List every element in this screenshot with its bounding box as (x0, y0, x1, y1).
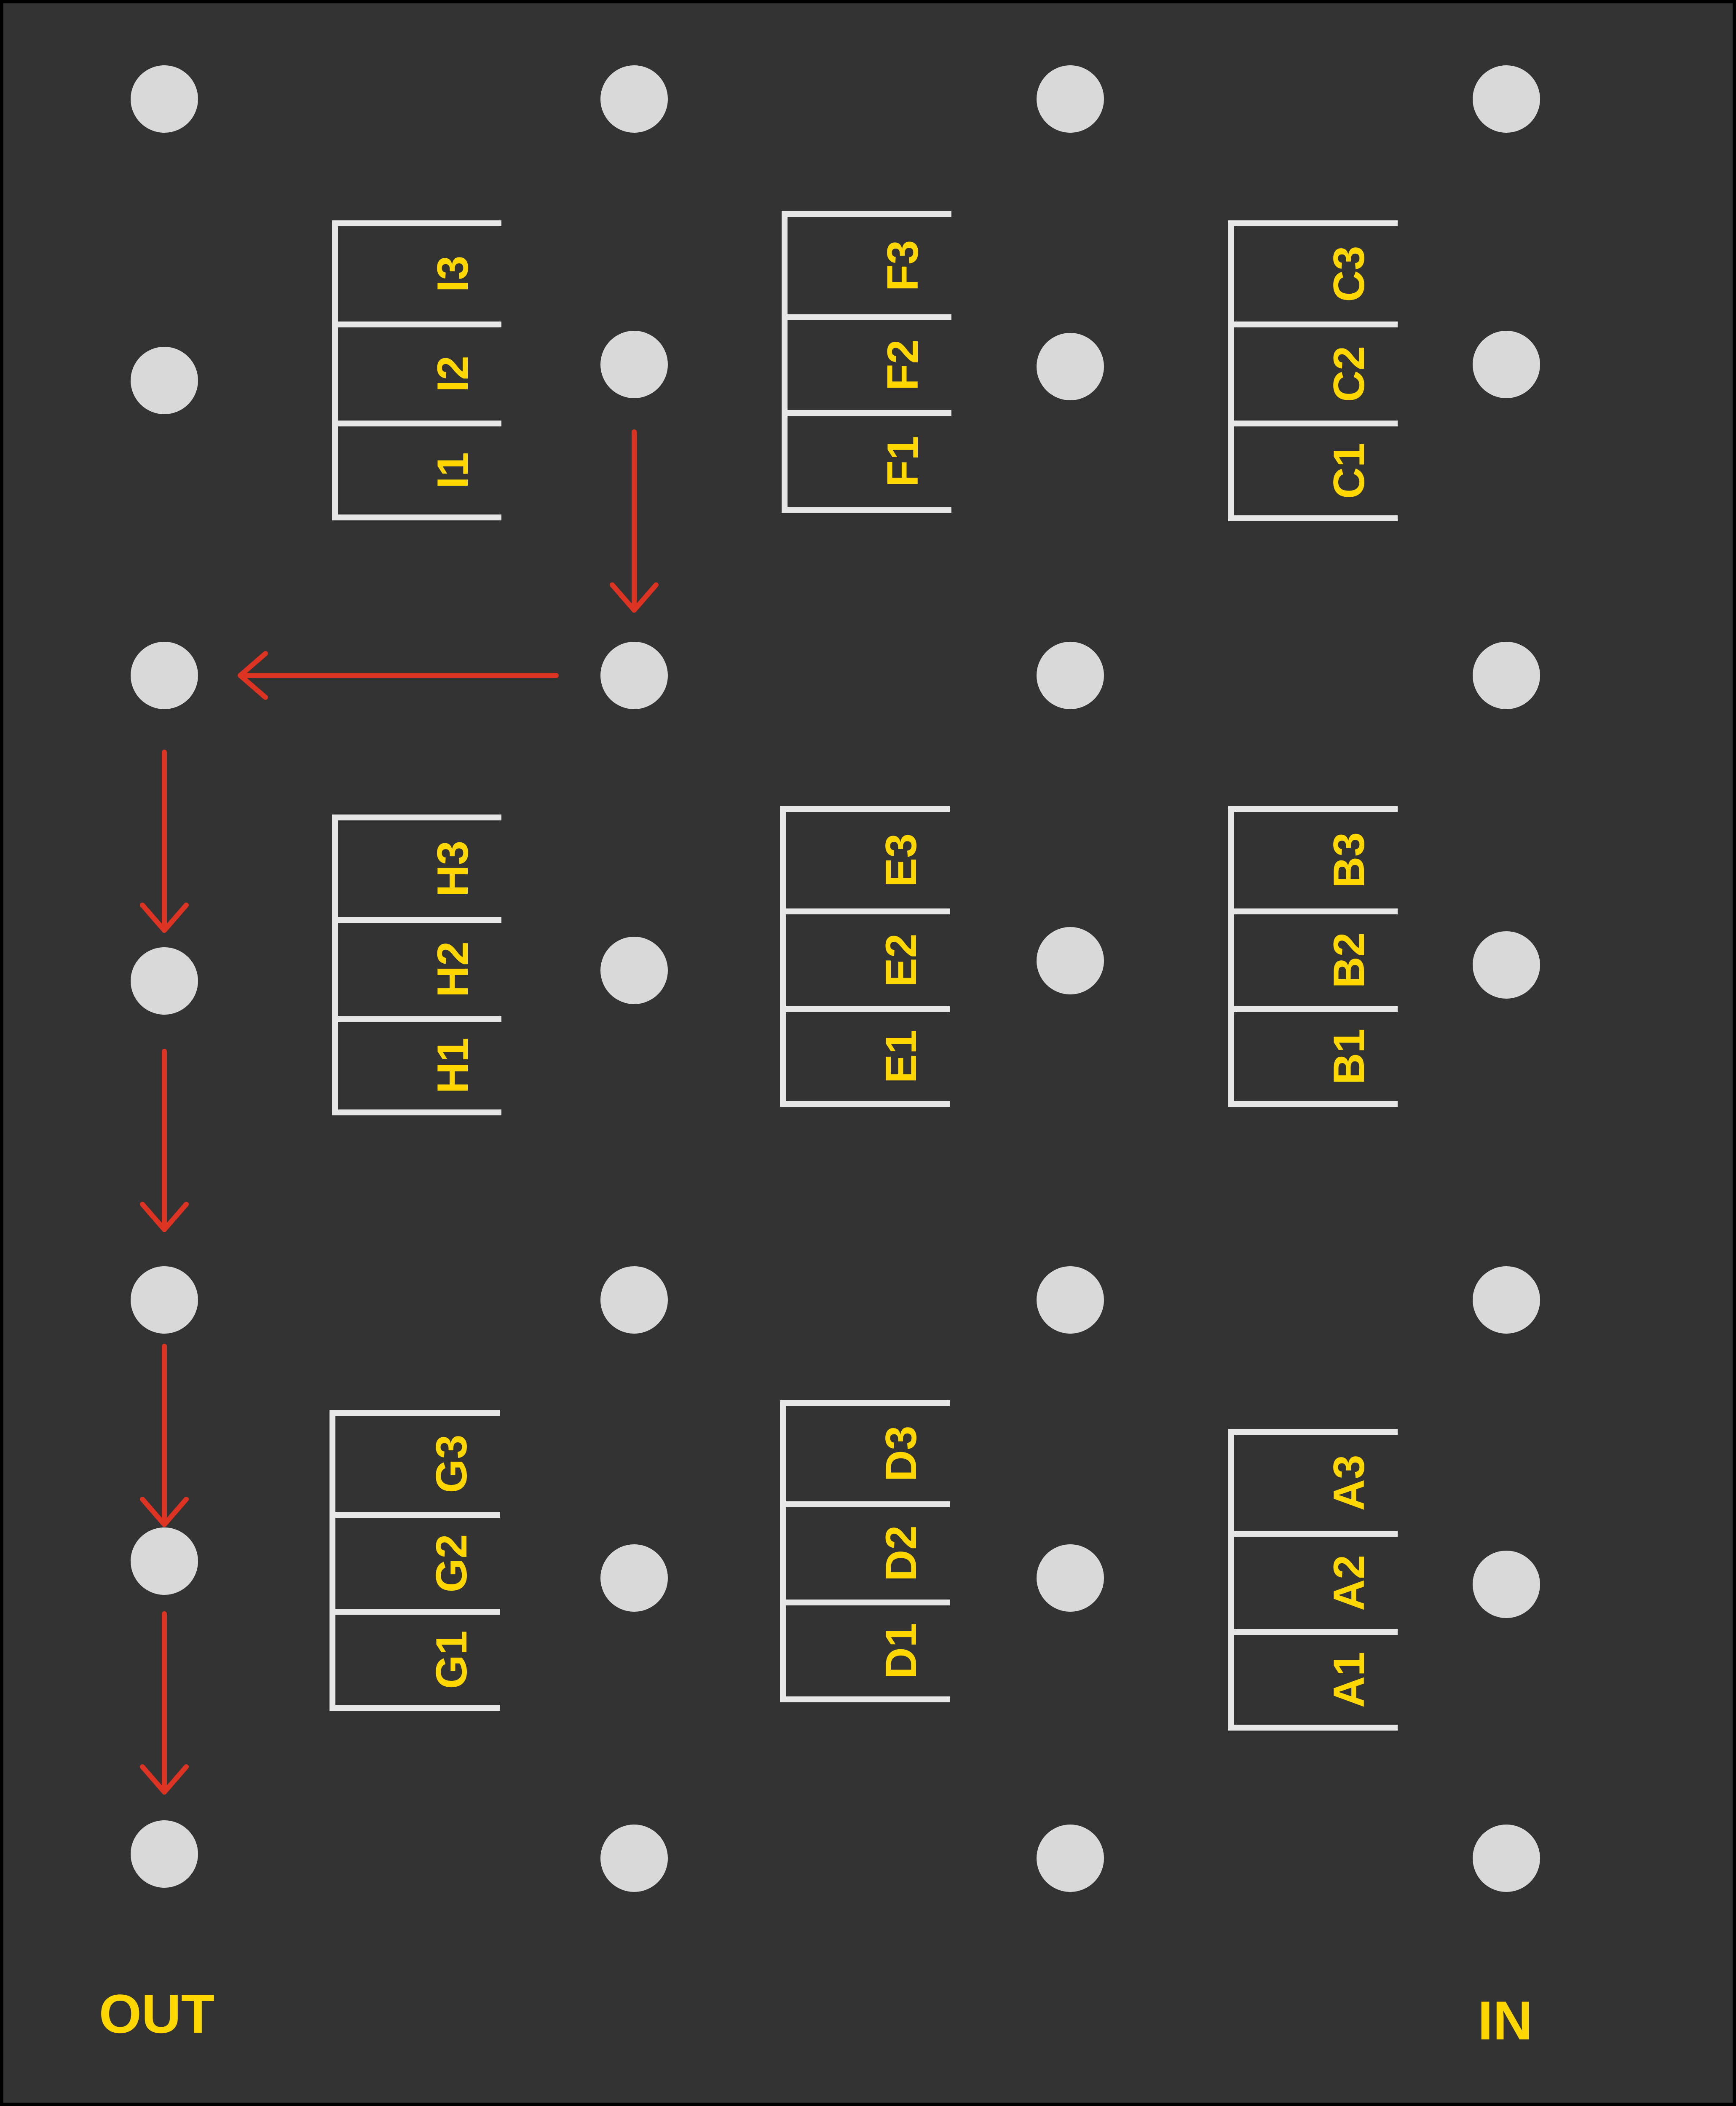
aisle-node (1037, 927, 1104, 994)
aisle-node (1037, 642, 1104, 709)
shelf-cell-label: C3 (1325, 246, 1374, 302)
route-arrow-down (140, 750, 189, 933)
aisle-node (1473, 331, 1540, 398)
shelf-cell-label: B1 (1325, 1029, 1374, 1085)
route-arrow-head (238, 651, 268, 700)
shelf-cell-label: H3 (429, 841, 477, 897)
shelf-c: C1 C2 C3 (1228, 220, 1398, 521)
aisle-node (131, 347, 198, 414)
route-arrows (140, 429, 659, 1795)
aisle-node (1037, 1266, 1104, 1334)
aisle-node (131, 65, 198, 133)
shelf-cell-label: E3 (877, 833, 926, 887)
shelf-g: G1 G2 G3 (330, 1410, 500, 1711)
route-arrow-head (140, 1497, 189, 1527)
shelf-b: B1 B2 B3 (1228, 806, 1398, 1107)
shelf-cell-label: G3 (427, 1435, 476, 1493)
route-arrow-down (140, 1049, 189, 1232)
shelf-cell-label: F1 (879, 436, 927, 487)
aisle-node (131, 642, 198, 709)
aisle-nodes (131, 65, 1540, 1892)
route-arrow-down (140, 1611, 189, 1795)
shelf-a: A1 A2 A3 (1228, 1429, 1398, 1731)
aisle-node (600, 1544, 668, 1612)
shelf-cell-label: F3 (879, 240, 927, 291)
aisle-node (1473, 1266, 1540, 1334)
shelf-h: H1 H2 H3 (332, 815, 501, 1115)
aisle-node (131, 1266, 198, 1334)
aisle-node (131, 1820, 198, 1888)
shelf-cell-label: A3 (1325, 1455, 1374, 1511)
aisle-node (600, 1825, 668, 1892)
shelf-cell-label: I2 (429, 356, 477, 392)
out-label: OUT (99, 1983, 214, 2044)
shelf-cell-label: D3 (877, 1426, 926, 1482)
shelf-cell-label: H2 (429, 941, 477, 997)
shelf-cell-label: D1 (877, 1623, 926, 1679)
aisle-node (1473, 65, 1540, 133)
aisle-node (131, 947, 198, 1015)
shelf-cell-label: H1 (429, 1038, 477, 1094)
aisle-node (1037, 65, 1104, 133)
shelf-cell-label: B3 (1325, 832, 1374, 888)
aisle-node (600, 65, 668, 133)
aisle-node (1473, 1551, 1540, 1618)
route-arrow-head (140, 1202, 189, 1232)
shelf-cell-label: I3 (429, 256, 477, 292)
aisle-node (1473, 642, 1540, 709)
route-arrow-down (140, 1344, 189, 1527)
route-arrow-down (610, 429, 659, 613)
route-arrow-head (140, 1764, 189, 1795)
shelf-cell-label: B2 (1325, 932, 1374, 989)
shelf-cell-label: C1 (1325, 443, 1374, 499)
aisle-node (600, 642, 668, 709)
route-arrow-head (610, 582, 659, 613)
aisle-node (1037, 1544, 1104, 1612)
shelf-cell-label: G2 (427, 1534, 476, 1593)
aisle-node (600, 331, 668, 398)
aisle-node (1037, 1825, 1104, 1892)
shelf-cell-label: G1 (427, 1631, 476, 1689)
aisle-node (1037, 333, 1104, 400)
in-label: IN (1478, 1990, 1532, 2051)
aisle-node (1473, 931, 1540, 999)
route-arrow-left (238, 651, 559, 700)
shelf-cell-label: F2 (879, 340, 927, 391)
aisle-node (131, 1527, 198, 1595)
shelf-cell-label: D2 (877, 1525, 926, 1581)
shelf-d: D1 D2 D3 (780, 1400, 950, 1702)
route-arrow-head (140, 903, 189, 933)
shelf-f: F1 F2 F3 (782, 211, 951, 513)
shelf-cell-label: E2 (877, 933, 926, 987)
shelf-i: I1 I2 I3 (332, 220, 501, 520)
shelf-cell-label: C2 (1325, 346, 1374, 402)
shelf-cell-label: A2 (1325, 1555, 1374, 1611)
aisle-node (600, 937, 668, 1004)
shelf-cell-label: I1 (429, 452, 477, 489)
aisle-node (1473, 1825, 1540, 1892)
shelf-cell-label: E1 (877, 1030, 926, 1083)
shelf-cell-label: A1 (1325, 1652, 1374, 1708)
shelf-e: E1 E2 E3 (780, 806, 950, 1107)
aisle-node (600, 1266, 668, 1334)
